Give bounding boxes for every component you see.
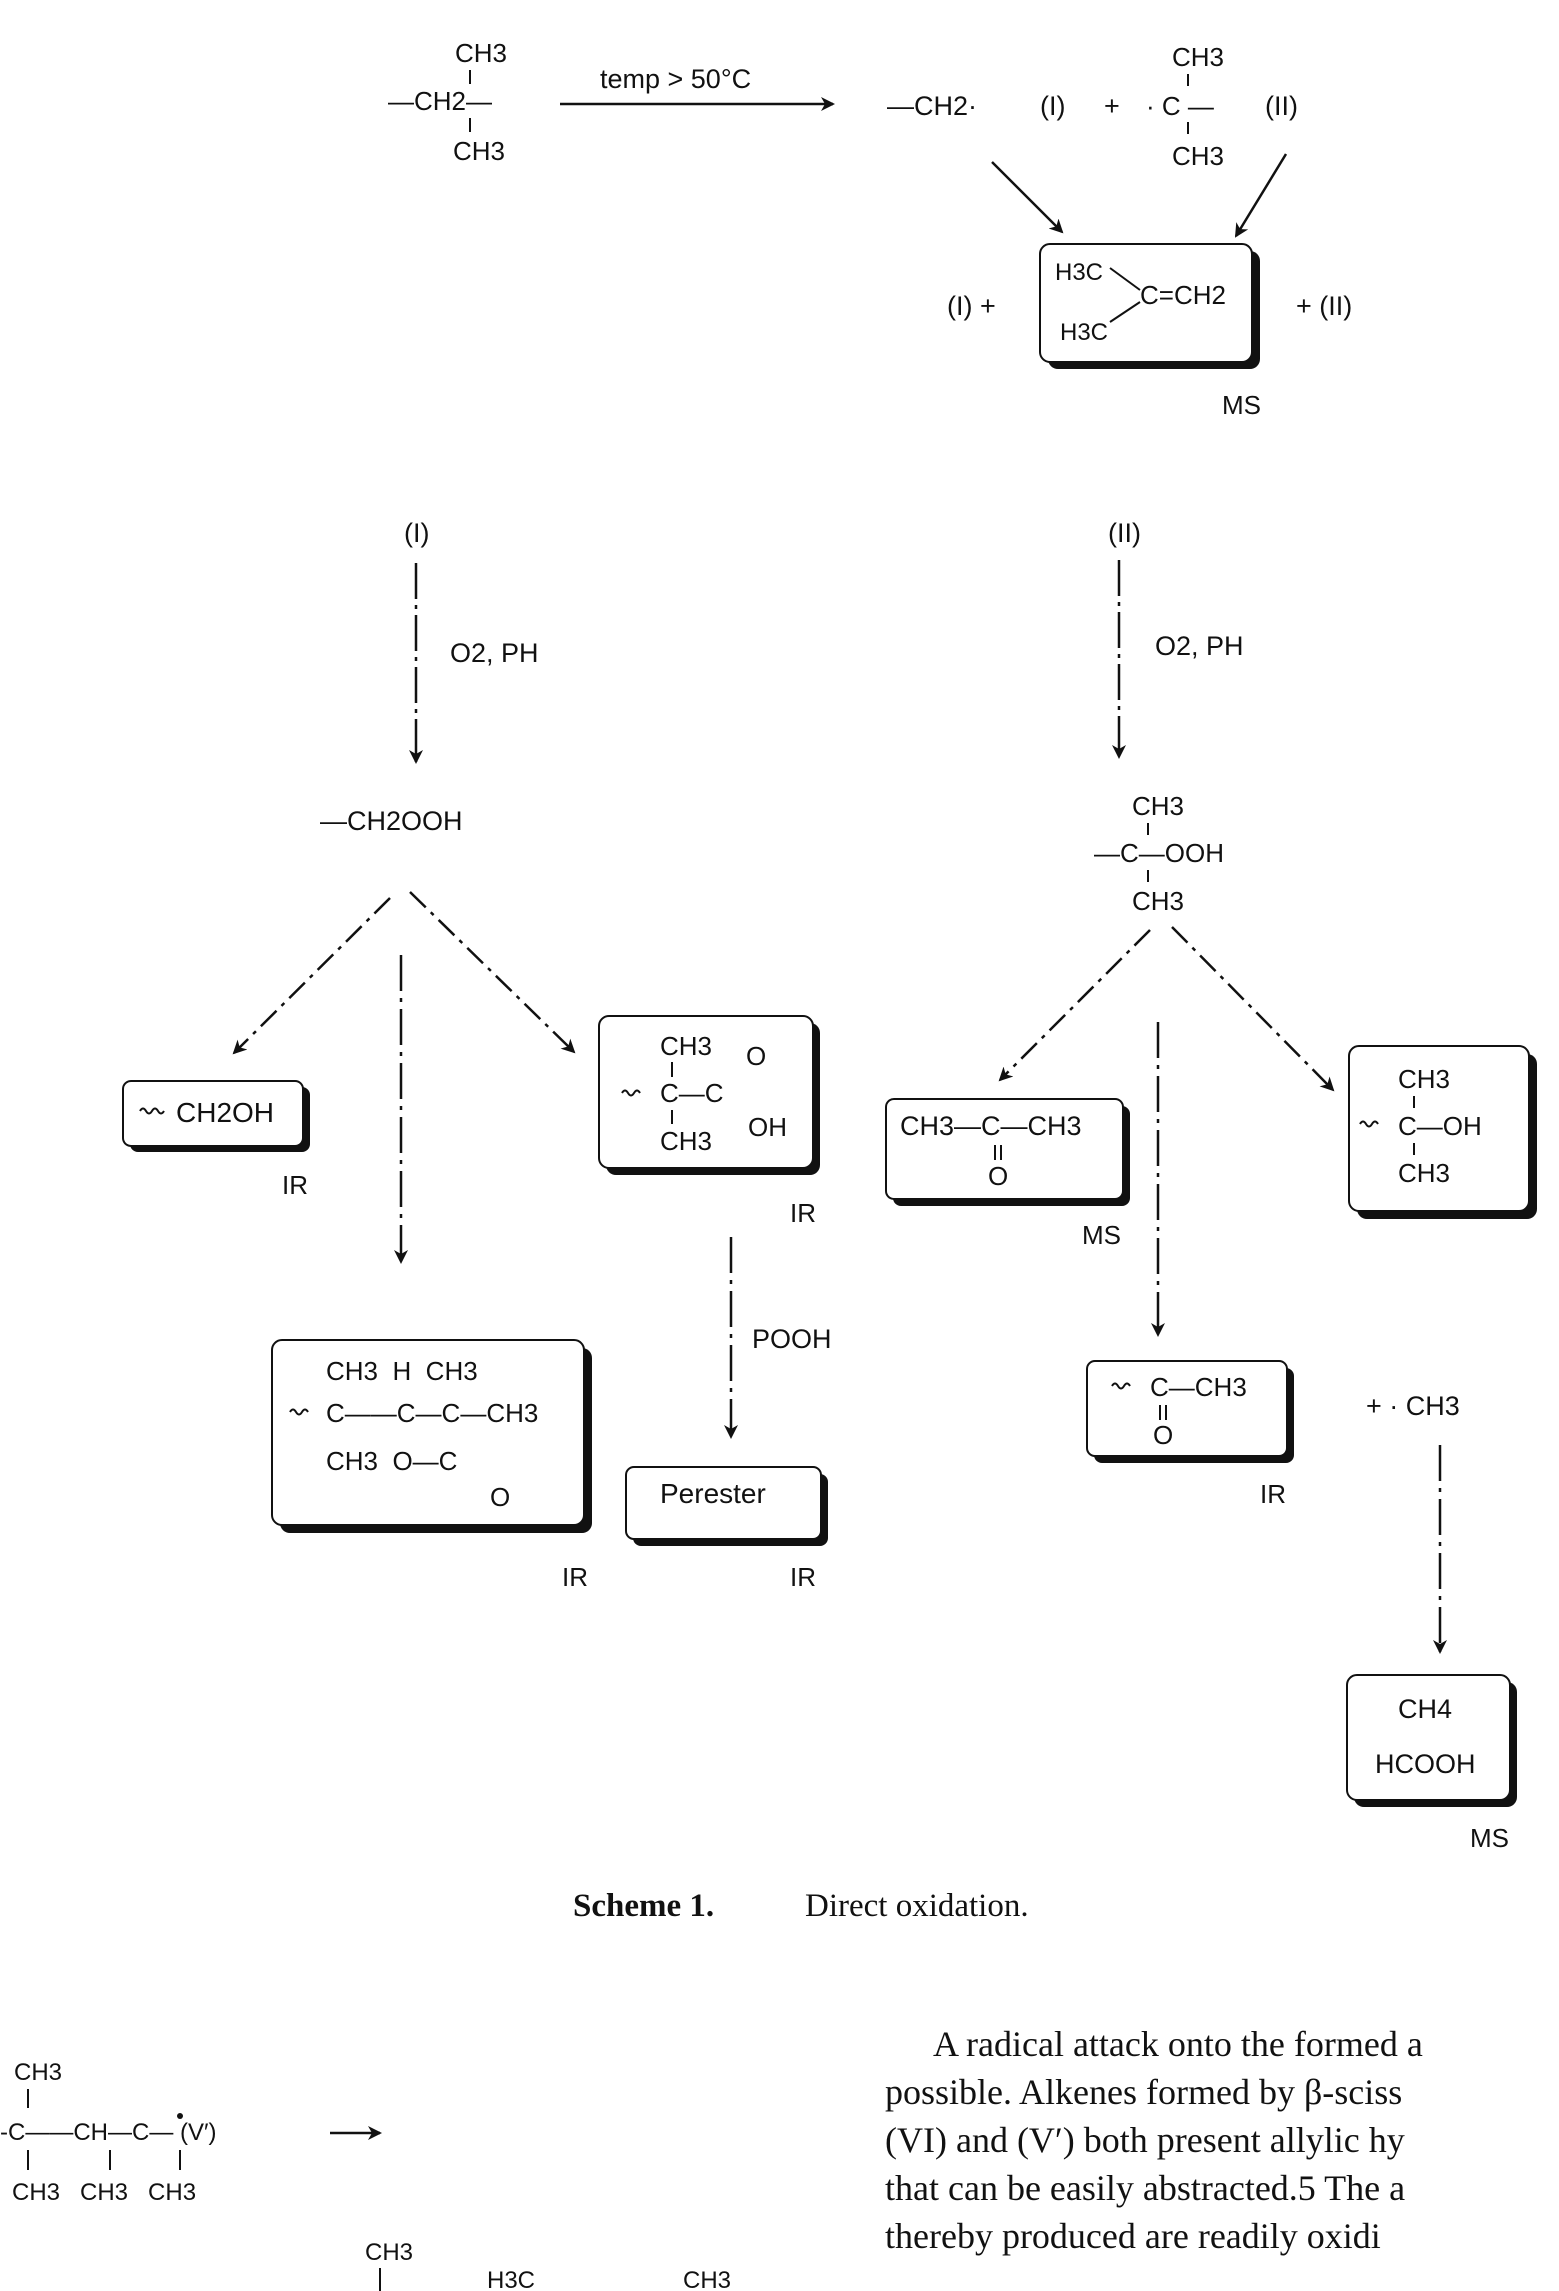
svg-text:CH3 O—C: CH3 O—C xyxy=(326,1446,457,1476)
tertiary-alcohol-box: CH3 C—OH CH3 xyxy=(1348,1045,1537,1219)
body-line: (VI) and (V′) both present allylic hy xyxy=(885,2120,1405,2160)
svg-text:CH3: CH3 xyxy=(660,1031,712,1061)
svg-text:C—OH: C—OH xyxy=(1398,1111,1482,1141)
svg-text:H3C: H3C xyxy=(1060,319,1108,346)
svg-text:CH3: CH3 xyxy=(683,2267,731,2291)
primary-alcohol-detection: IR xyxy=(282,1170,308,1200)
perester-condition: POOH xyxy=(752,1324,832,1354)
svg-text:CH3 CH3 CH3: CH3 CH3 CH3 xyxy=(12,2179,196,2206)
reactant-isobutane: CH3 —CH2— CH3 xyxy=(388,38,507,166)
svg-text:· C —: · C — xyxy=(1146,91,1214,121)
svg-text:CH4: CH4 xyxy=(1398,1694,1452,1724)
svg-text:CH3: CH3 xyxy=(365,2239,413,2266)
isobutylene-box: H3C C=CH2 H3C xyxy=(1039,243,1260,369)
svg-text:CH3: CH3 xyxy=(1398,1064,1450,1094)
svg-text:Scheme 1.: Scheme 1. xyxy=(573,1888,714,1924)
scheme-caption: Scheme 1. Direct oxidation. xyxy=(573,1888,1029,1924)
svg-text:CH3: CH3 xyxy=(453,136,505,166)
arrow-to-tertiary-alcohol xyxy=(1171,926,1335,1092)
plus-sign: + xyxy=(1104,91,1120,121)
perester-detection: IR xyxy=(790,1562,816,1592)
radical-tertiary: CH3 · C — CH3 xyxy=(1146,42,1224,171)
next-scheme-fragment: CH3 -C——CH—C— (V′) CH3 CH3 CH3 CH3 H3C C… xyxy=(0,2059,731,2291)
carboxylic-acid-box: CH3 O C—C OH CH3 xyxy=(598,1015,820,1175)
svg-text:CH3 H CH3: CH3 H CH3 xyxy=(326,1356,478,1386)
condition-temperature: temp > 50°C xyxy=(600,64,751,94)
branch-ii-hydroperoxide: CH3 —C—OOH CH3 xyxy=(1094,791,1224,916)
body-line: that can be easily abstracted.5 The a xyxy=(885,2168,1406,2208)
svg-text:C=CH2: C=CH2 xyxy=(1140,280,1226,310)
svg-text:C——C—C—CH3: C——C—C—CH3 xyxy=(326,1398,538,1428)
svg-text:CH3: CH3 xyxy=(1172,42,1224,72)
branch-ii-condition: O2, PH xyxy=(1155,631,1244,661)
primary-alcohol-box: CH2OH xyxy=(122,1080,310,1152)
svg-text:O: O xyxy=(1153,1420,1173,1450)
svg-text:C—C: C—C xyxy=(660,1078,724,1108)
svg-text:H3C: H3C xyxy=(1055,259,1103,286)
branch-ii-start: (II) xyxy=(1108,518,1141,548)
svg-text:CH3—C—CH3: CH3—C—CH3 xyxy=(900,1111,1082,1141)
svg-text:CH3: CH3 xyxy=(1398,1158,1450,1188)
svg-text:C—CH3: C—CH3 xyxy=(1150,1372,1247,1402)
arrow-to-alcohol xyxy=(232,897,391,1055)
branch-i-condition: O2, PH xyxy=(450,638,539,668)
body-paragraph: A radical attack onto the formed a possi… xyxy=(885,2020,1559,2291)
arrow-to-acetone xyxy=(998,929,1151,1082)
final-products-detection: MS xyxy=(1470,1823,1509,1853)
methyl-ketone-box: C—CH3 O xyxy=(1086,1360,1294,1463)
radical-tertiary-tag: (II) xyxy=(1265,91,1298,121)
svg-text:-C——CH—C— (V′): -C——CH—C— (V′) xyxy=(0,2119,216,2146)
lactone-detection: IR xyxy=(562,1562,588,1592)
final-products-box: CH4 HCOOH xyxy=(1346,1674,1517,1807)
isobutylene-detection: MS xyxy=(1222,390,1261,420)
svg-text:—CH2—: —CH2— xyxy=(388,86,492,116)
svg-text:O: O xyxy=(988,1161,1008,1191)
methyl-ketone-detection: IR xyxy=(1260,1479,1286,1509)
acetone-detection: MS xyxy=(1082,1220,1121,1250)
branch-i-hydroperoxide: —CH2OOH xyxy=(320,806,463,836)
body-line: possible. Alkenes formed by β-sciss xyxy=(885,2072,1403,2112)
svg-text:Perester: Perester xyxy=(660,1478,766,1509)
svg-text:CH3: CH3 xyxy=(1132,886,1184,916)
svg-text:O: O xyxy=(490,1482,510,1512)
svg-text:OH: OH xyxy=(748,1112,787,1142)
svg-text:CH3: CH3 xyxy=(1132,791,1184,821)
perester-box: Perester xyxy=(625,1466,828,1546)
svg-text:O: O xyxy=(746,1041,766,1071)
arrow-to-isobutylene-right xyxy=(1234,153,1288,238)
acetone-box: CH3—C—CH3 O xyxy=(885,1098,1130,1206)
methyl-radical: + · CH3 xyxy=(1366,1391,1460,1421)
svg-text:Direct oxidation.: Direct oxidation. xyxy=(805,1888,1029,1924)
svg-text:CH3: CH3 xyxy=(660,1126,712,1156)
svg-text:—C—OOH: —C—OOH xyxy=(1094,838,1224,868)
svg-text:CH3: CH3 xyxy=(14,2059,62,2086)
carboxylic-acid-detection: IR xyxy=(790,1198,816,1228)
body-line: thereby produced are readily oxidi xyxy=(885,2216,1381,2256)
isobutylene-left-tag: (I) + xyxy=(947,291,996,321)
isobutylene-right-tag: + (II) xyxy=(1296,291,1352,321)
arrow-to-isobutylene-left xyxy=(991,161,1064,234)
radical-primary: —CH2· xyxy=(887,91,977,121)
lactone-box: CH3 H CH3 C——C—C—CH3 CH3 O—C O xyxy=(271,1339,592,1533)
radical-primary-tag: (I) xyxy=(1040,91,1065,121)
body-line: A radical attack onto the formed a xyxy=(933,2024,1423,2064)
svg-text:CH2OH: CH2OH xyxy=(176,1097,274,1128)
svg-text:CH3: CH3 xyxy=(1172,141,1224,171)
svg-text:CH3: CH3 xyxy=(455,38,507,68)
arrow-to-acid xyxy=(409,891,576,1054)
svg-text:HCOOH: HCOOH xyxy=(1375,1749,1476,1779)
branch-i-start: (I) xyxy=(404,518,429,548)
svg-text:H3C: H3C xyxy=(487,2267,535,2291)
